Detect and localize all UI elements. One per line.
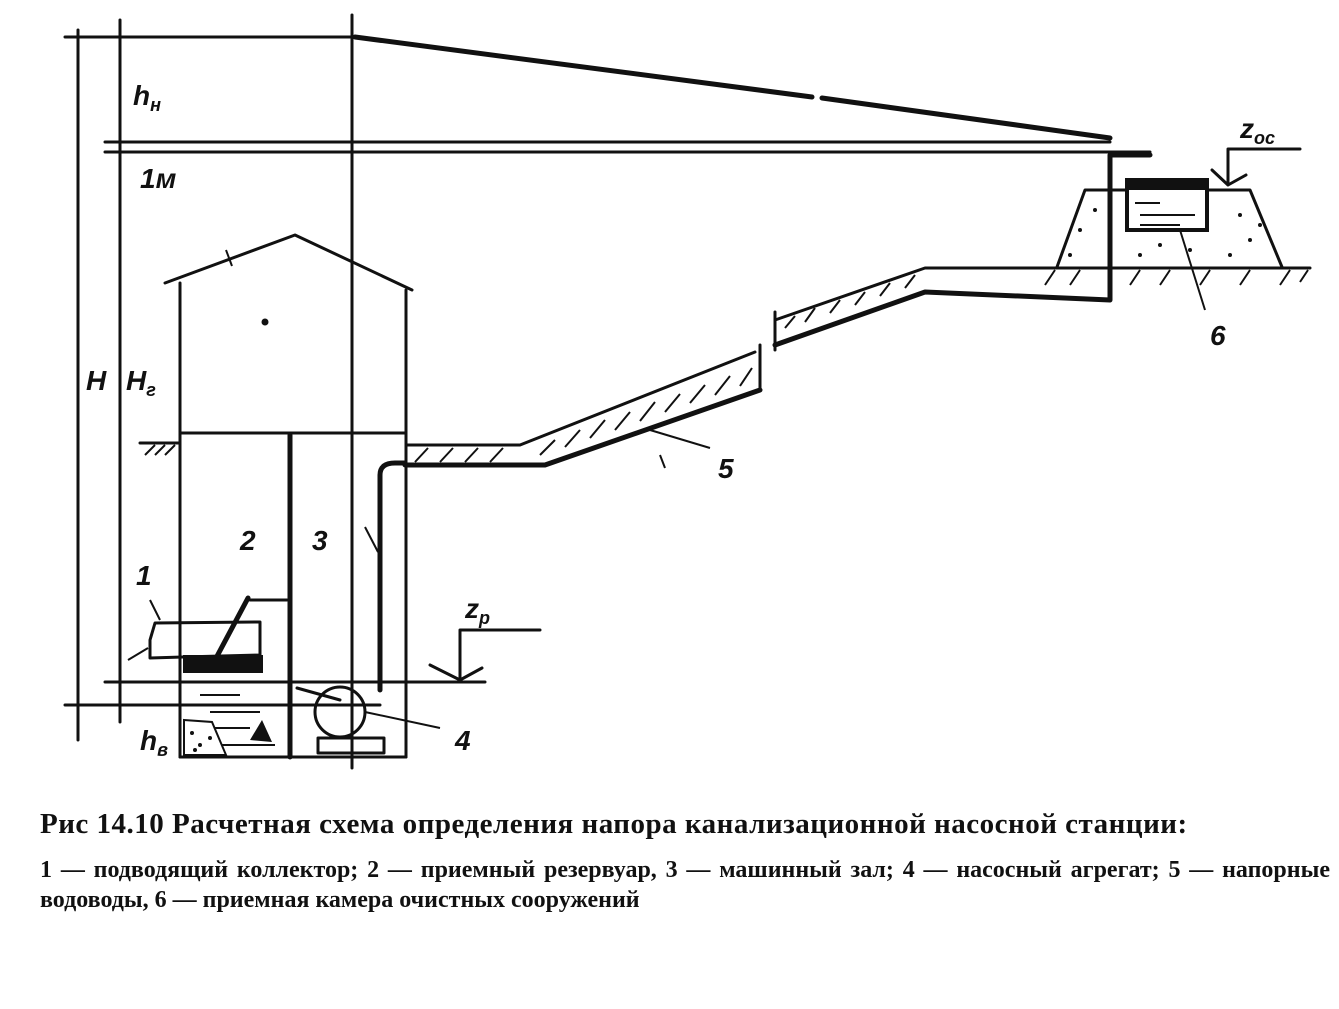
receiving-reservoir	[127, 595, 289, 756]
label-2: 2	[239, 525, 256, 556]
label-1m: 1м	[140, 163, 177, 194]
label-H: H	[86, 365, 107, 396]
pump-station-head-diagram: hн 1м H Hг hв zp zос 1 2 3 4 5 6	[63, 13, 1312, 770]
zp-level-marker	[428, 628, 542, 682]
label-H-g: Hг	[126, 365, 156, 400]
label-4: 4	[454, 725, 471, 756]
label-6: 6	[1210, 320, 1226, 351]
caption-title: Рис 14.10 Расчетная схема определения на…	[40, 808, 1188, 840]
dimension-lines	[63, 13, 1152, 770]
labels: hн 1м H Hг hв zp zос 1 2 3 4 5 6	[86, 80, 1275, 760]
label-h-n: hн	[133, 80, 161, 115]
label-3: 3	[312, 525, 328, 556]
label-z-oc: zос	[1239, 113, 1275, 148]
caption-legend: 1 — подводящий коллектор; 2 — приемный р…	[40, 857, 1330, 913]
label-z-p: zp	[464, 593, 490, 628]
pressure-pipeline	[402, 152, 1312, 469]
pump-unit	[295, 460, 441, 755]
figure-caption: Рис 14.10 Расчетная схема определения на…	[40, 808, 1330, 915]
label-5: 5	[718, 453, 734, 484]
piezometric-line	[352, 34, 1113, 141]
label-1: 1	[136, 560, 152, 591]
receiving-chamber	[1044, 147, 1309, 311]
label-h-v: hв	[140, 725, 168, 760]
pump-station-building	[138, 233, 414, 760]
